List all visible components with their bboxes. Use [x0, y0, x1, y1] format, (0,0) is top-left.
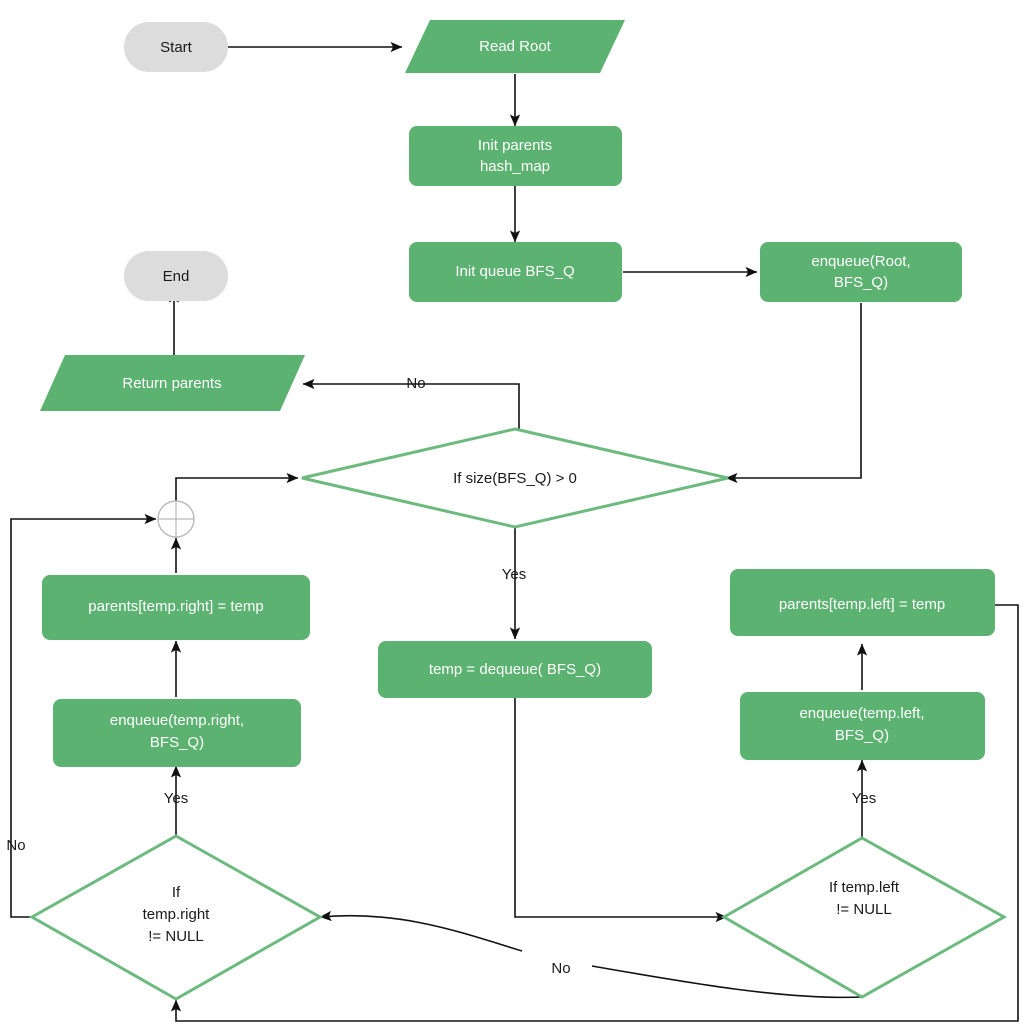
node-read-root[interactable]: Read Root — [405, 20, 625, 73]
edge-dequeue-to-if-temp-left — [514, 697, 728, 923]
enqueue-right-shape — [53, 699, 301, 767]
node-if-size[interactable]: If size(BFS_Q) > 0 — [301, 427, 729, 529]
node-end[interactable]: End — [124, 251, 228, 301]
if-size-shape — [301, 427, 729, 529]
init-parents-shape — [409, 126, 622, 186]
node-parents-left[interactable]: parents[temp.left] = temp — [730, 569, 995, 636]
edge-label-if-temp-left-yes: Yes — [852, 790, 876, 807]
parents-right-shape — [42, 575, 310, 640]
edge-if-temp-left-no-curve-right — [591, 965, 863, 999]
read-root-shape — [405, 20, 625, 73]
return-parents-shape — [40, 355, 305, 411]
node-start[interactable]: Start — [124, 22, 228, 72]
node-init-queue[interactable]: Init queue BFS_Q — [409, 242, 622, 302]
if-temp-right-shape — [28, 834, 324, 1001]
end-shape — [124, 251, 228, 301]
if-temp-left-shape — [720, 836, 1008, 999]
parents-left-shape — [730, 569, 995, 636]
dequeue-shape — [378, 641, 652, 698]
node-if-temp-right[interactable]: If temp.right != NULL — [28, 834, 324, 1001]
node-if-temp-left[interactable]: If temp.left != NULL — [720, 836, 1008, 999]
enqueue-root-shape — [760, 242, 962, 302]
edge-if-temp-right-no-to-junction — [10, 513, 157, 918]
edge-if-temp-left-no-curve-left — [319, 910, 523, 952]
node-enqueue-right[interactable]: enqueue(temp.right, BFS_Q) — [53, 699, 301, 767]
node-return-parents[interactable]: Return parents — [40, 355, 305, 411]
node-enqueue-left[interactable]: enqueue(temp.left, BFS_Q) — [740, 692, 985, 760]
edge-label-if-size-yes: Yes — [502, 566, 526, 583]
edge-enqueue-root-to-if-size — [725, 303, 862, 484]
node-dequeue[interactable]: temp = dequeue( BFS_Q) — [378, 641, 652, 698]
node-init-parents[interactable]: Init parents hash_map — [409, 126, 622, 186]
start-shape — [124, 22, 228, 72]
node-merge-junction[interactable] — [157, 500, 195, 538]
edge-parents-left-to-if-temp-right — [170, 604, 1019, 1022]
enqueue-left-shape — [740, 692, 985, 760]
node-enqueue-root[interactable]: enqueue(Root, BFS_Q) — [760, 242, 962, 302]
edge-label-if-temp-left-no: No — [551, 960, 570, 977]
node-parents-right[interactable]: parents[temp.right] = temp — [42, 575, 310, 640]
edge-junction-to-if-size — [175, 472, 299, 501]
edge-label-if-temp-right-no: No — [6, 837, 25, 854]
init-queue-shape — [409, 242, 622, 302]
